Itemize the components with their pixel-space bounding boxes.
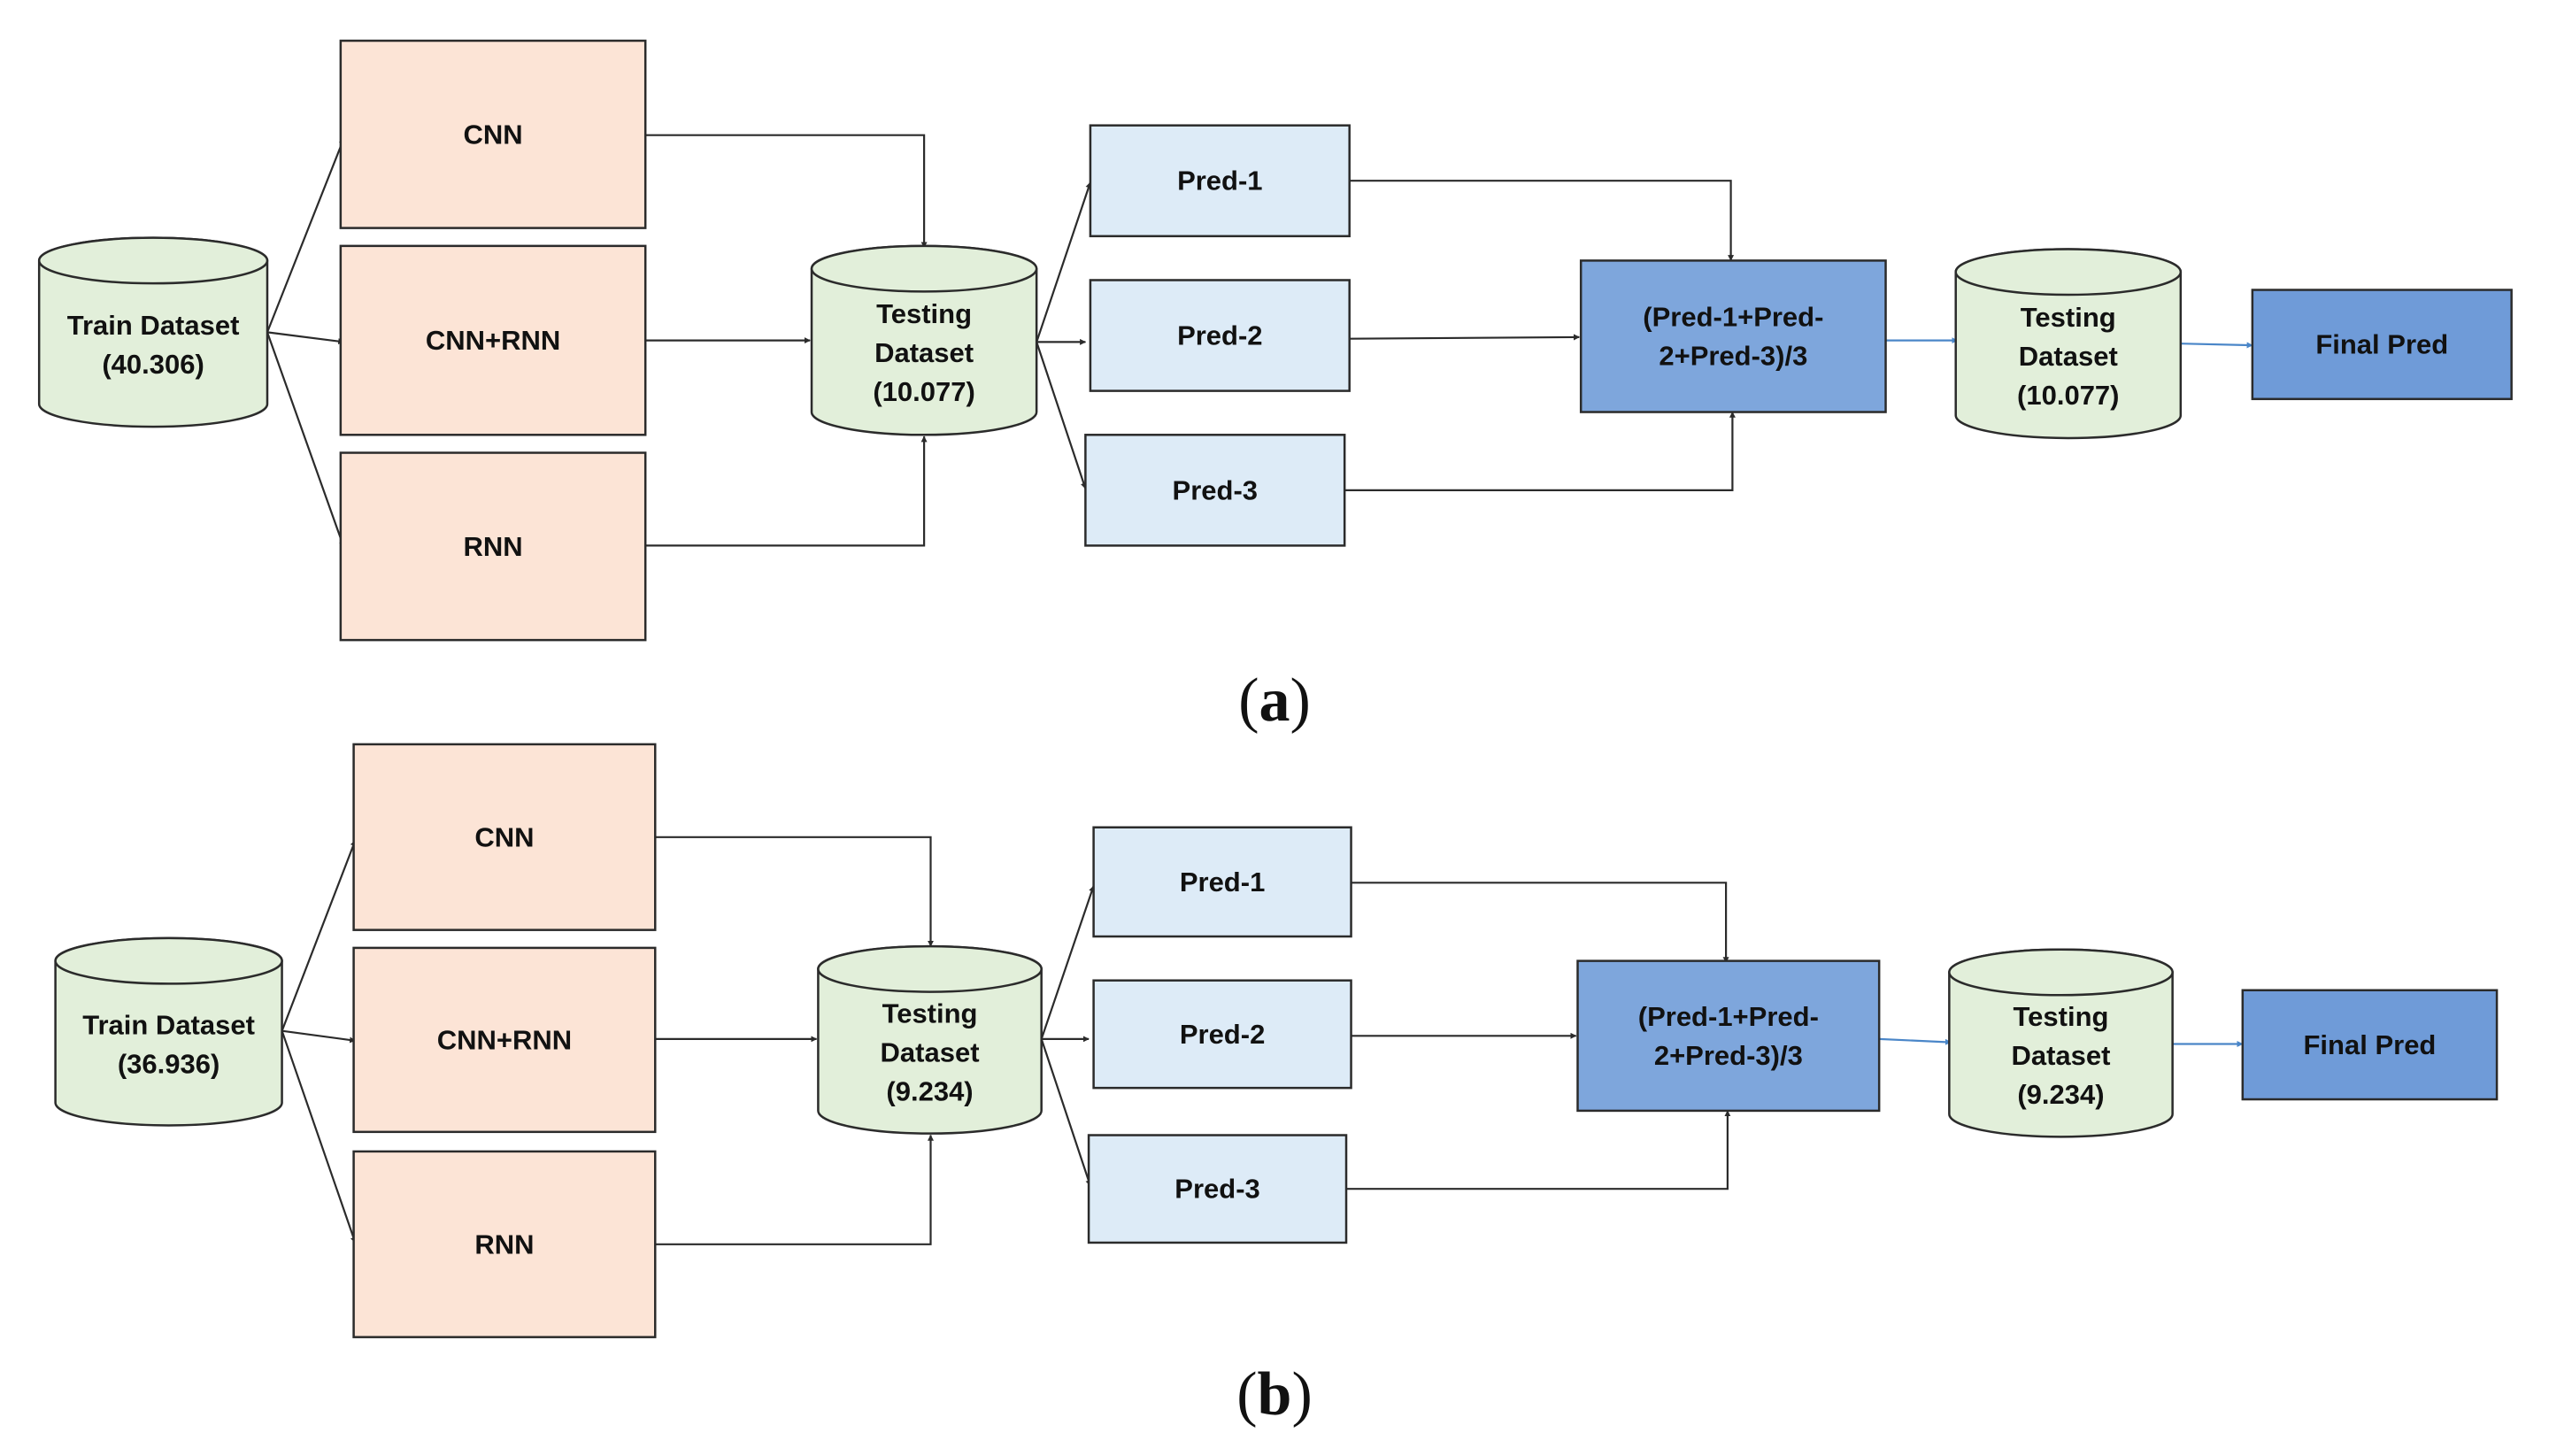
train-dataset-cylinder: Train Dataset(36.936) <box>54 936 283 1127</box>
arrow-pred3-to-avg <box>1346 1110 1731 1190</box>
pred-3-box: Pred-3 <box>1087 1134 1348 1244</box>
cnn-rnn-box-box <box>339 244 647 436</box>
average-prediction-box-box <box>1579 259 1887 413</box>
arrow-pred1-to-avg <box>1351 882 1729 964</box>
train-dataset-cylinder: Train Dataset(40.306) <box>37 236 269 428</box>
cnn-rnn-box: CNN+RNN <box>339 244 647 436</box>
pred-1-box-box <box>1089 124 1351 238</box>
cnn-box-box <box>352 743 657 931</box>
arrow-rnn-to-testing <box>655 1134 934 1245</box>
arrow-pred2-to-avg <box>1349 334 1581 341</box>
rnn-box-box <box>352 1150 657 1338</box>
pred-2-box: Pred-2 <box>1089 279 1351 392</box>
caption-open-paren: ( <box>1236 1360 1257 1429</box>
final-pred-box-box <box>2251 289 2513 401</box>
connectors <box>266 134 2253 548</box>
arrow-train-to-cnnrnn <box>266 331 345 345</box>
final-pred-box-box <box>2241 989 2499 1101</box>
pred-3-box: Pred-3 <box>1084 434 1346 547</box>
arrow-pred1-to-avg <box>1349 180 1735 262</box>
rnn-box: RNN <box>339 451 647 642</box>
average-prediction-box-box <box>1576 959 1881 1113</box>
average-prediction-box: (Pred-1+Pred-2+Pred-3)/3 <box>1579 259 1887 413</box>
arrow-pred3-to-avg <box>1344 411 1736 492</box>
rnn-box-box <box>339 451 647 642</box>
caption-b: (b) <box>1236 1360 1313 1429</box>
final-testing-dataset-cylinder-top <box>1948 948 2174 997</box>
arrow-train-to-rnn <box>281 1030 357 1244</box>
cnn-rnn-box: CNN+RNN <box>352 946 657 1134</box>
caption-letter: b <box>1258 1360 1292 1429</box>
pred-1-box-box <box>1092 826 1352 938</box>
testing-dataset-cylinder-top <box>810 244 1038 293</box>
cnn-rnn-box-box <box>352 946 657 1134</box>
cnn-box: CNN <box>352 743 657 931</box>
arrow-avg-to-testing2 <box>1879 1037 1952 1045</box>
pred-3-box-box <box>1084 434 1346 547</box>
arrow-train-to-cnn <box>281 839 357 1032</box>
cnn-box-box <box>339 39 647 229</box>
arrow-cnn-to-testing <box>655 836 934 947</box>
arrow-testing-to-pred1 <box>1036 181 1092 343</box>
cnn-box: CNN <box>339 39 647 229</box>
arrow-train-to-cnn <box>266 137 345 333</box>
final-pred-box: Final Pred <box>2251 289 2513 401</box>
pred-2-box-box <box>1089 279 1351 392</box>
pred-3-box-box <box>1087 1134 1348 1244</box>
average-prediction-box: (Pred-1+Pred-2+Pred-3)/3 <box>1576 959 1881 1113</box>
pred-2-box: Pred-2 <box>1092 979 1352 1090</box>
final-pred-box: Final Pred <box>2241 989 2499 1101</box>
rnn-box: RNN <box>352 1150 657 1338</box>
train-dataset-cylinder-top <box>37 236 269 285</box>
arrow-train-to-rnn <box>266 332 345 548</box>
train-dataset-cylinder-top <box>54 936 283 985</box>
arrow-testing-to-pred3 <box>1036 342 1087 489</box>
caption-letter: a <box>1259 666 1290 735</box>
arrow-cnn-to-testing <box>645 134 928 249</box>
pred-1-box: Pred-1 <box>1092 826 1352 938</box>
arrow-rnn-to-testing <box>645 435 928 547</box>
caption-close-paren: ) <box>1290 666 1311 735</box>
testing-dataset-cylinder-top <box>817 944 1043 993</box>
arrow-testing-to-pred3 <box>1040 1038 1092 1187</box>
final-testing-dataset-cylinder-top <box>1954 248 2183 297</box>
caption-open-paren: ( <box>1238 666 1259 735</box>
arrow-testing2-to-final <box>2180 342 2253 349</box>
arrow-train-to-cnnrnn <box>281 1029 357 1044</box>
pred-2-box-box <box>1092 979 1352 1090</box>
connectors <box>281 836 2244 1245</box>
caption-close-paren: ) <box>1291 1360 1312 1429</box>
pred-1-box: Pred-1 <box>1089 124 1351 238</box>
arrow-testing-to-pred1 <box>1040 885 1095 1040</box>
caption-a: (a) <box>1238 666 1311 735</box>
